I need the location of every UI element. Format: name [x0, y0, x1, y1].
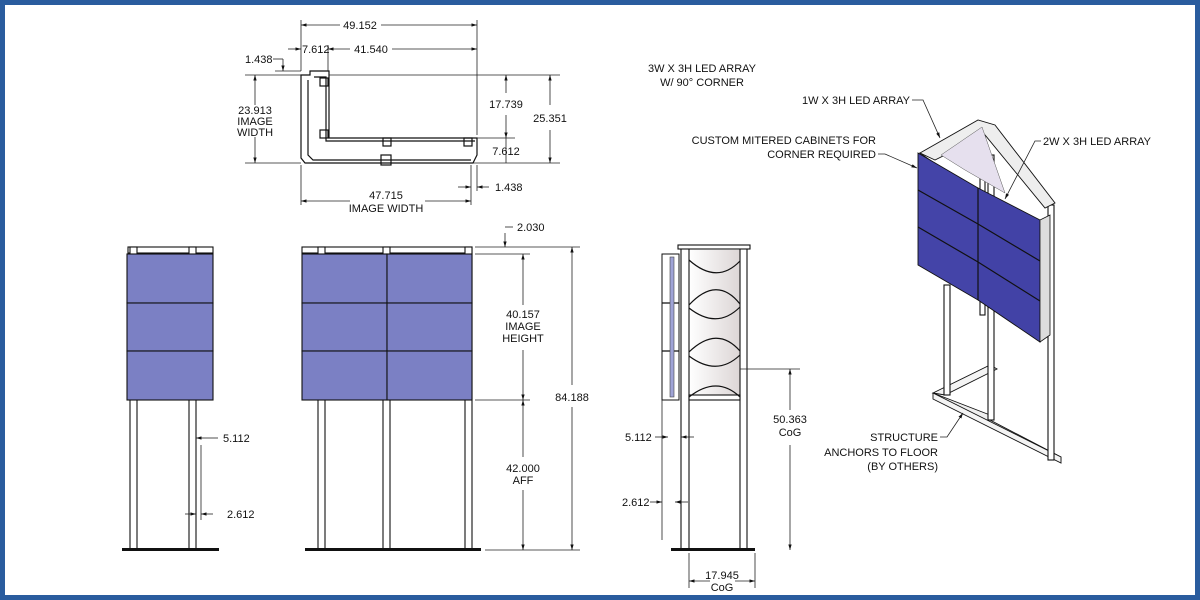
- dim-overall-height: 84.188: [555, 392, 589, 404]
- dim-cog-height: 50.363: [773, 414, 807, 426]
- callout-2w-array: 2W X 3H LED ARRAY: [1043, 136, 1152, 148]
- dim-side-image-width-label-2: WIDTH: [237, 127, 273, 139]
- dim-top-gap: 2.030: [517, 222, 545, 234]
- iso-subtitle: W/ 90° CORNER: [660, 77, 744, 89]
- callout-anchor-line-1: STRUCTURE: [870, 432, 938, 444]
- callout-anchor-line-3: (BY OTHERS): [867, 461, 938, 473]
- isometric-view: 3W X 3H LED ARRAY W/ 90° CORNER 1W X 3H …: [648, 63, 1152, 473]
- callout-anchor-line-2: ANCHORS TO FLOOR: [824, 447, 938, 459]
- dim-overall-depth: 25.351: [533, 113, 567, 125]
- front-view-1w: 5.112 2.612: [122, 246, 255, 551]
- dim-cog-depth: 17.945: [705, 570, 739, 582]
- callout-mitered-line-2: CORNER REQUIRED: [767, 149, 876, 161]
- dim-aff: 42.000: [506, 463, 540, 475]
- dim-left-offset: 7.612: [302, 44, 330, 56]
- dim-image-height: 40.157: [506, 309, 540, 321]
- dim-image-width: 47.715: [369, 190, 403, 202]
- dim-image-height-label-2: HEIGHT: [502, 333, 544, 345]
- iso-title: 3W X 3H LED ARRAY: [648, 63, 757, 75]
- dim-top-gap: 1.438: [245, 54, 273, 66]
- dim-overall-width: 49.152: [343, 20, 377, 32]
- dim-bottom-offset: 7.612: [492, 146, 520, 158]
- technical-drawing: 49.152 7.612 41.540 1.438 23.913 IMAGE W…: [122, 20, 1152, 594]
- dim-image-height-label: IMAGE: [505, 321, 540, 333]
- dim-side-post-offset: 5.112: [625, 432, 652, 444]
- dim-cog-height-label: CoG: [779, 427, 802, 439]
- dim-inner-width: 41.540: [354, 44, 388, 56]
- dim-side-image-width: 23.913: [238, 105, 272, 117]
- dim-post-offset: 5.112: [223, 433, 250, 445]
- callout-mitered-line-1: CUSTOM MITERED CABINETS FOR: [692, 135, 876, 147]
- callout-1w-array: 1W X 3H LED ARRAY: [802, 95, 911, 107]
- dim-right-gap: 1.438: [495, 182, 523, 194]
- dim-post-width: 2.612: [227, 509, 255, 521]
- dim-inner-depth: 17.739: [489, 99, 523, 111]
- dim-aff-label: AFF: [513, 475, 534, 487]
- dim-side-image-width-label: IMAGE: [237, 116, 272, 128]
- dim-image-width-label: IMAGE WIDTH: [349, 203, 424, 215]
- side-view: 50.363 CoG 5.112 2.612 17.945 CoG: [622, 244, 807, 594]
- front-view-2w: 2.030 40.157 IMAGE HEIGHT 42.000 AFF 84.…: [301, 222, 589, 551]
- dim-cog-depth-label: CoG: [711, 582, 734, 594]
- dim-side-post-width: 2.612: [622, 497, 650, 509]
- plan-view: 49.152 7.612 41.540 1.438 23.913 IMAGE W…: [237, 20, 567, 215]
